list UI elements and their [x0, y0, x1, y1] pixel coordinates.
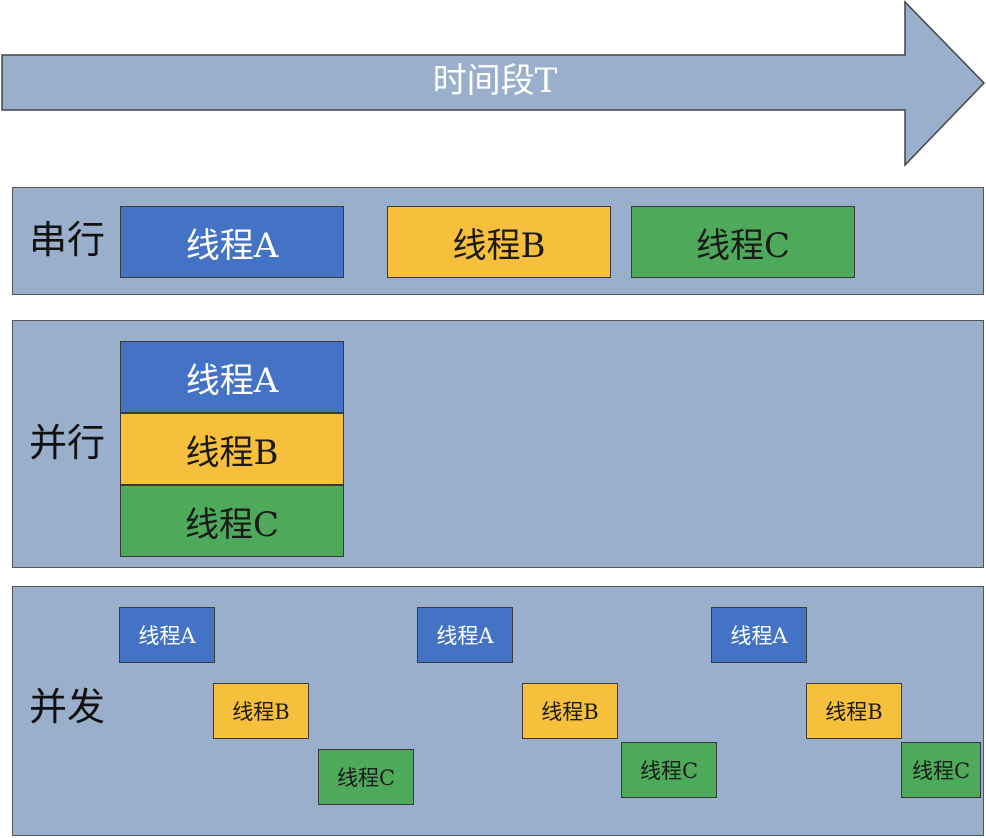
concurrent-panel: 并发 线程A 线程B 线程C 线程A 线程B 线程C 线程A 线程B 线程C	[12, 586, 984, 836]
concurrent-thread-a-2: 线程A	[417, 607, 513, 663]
parallel-thread-c: 线程C	[120, 485, 344, 557]
serial-thread-b: 线程B	[387, 206, 611, 278]
concurrent-thread-c-3: 线程C	[901, 742, 981, 798]
concurrent-thread-b-2: 线程B	[522, 683, 618, 739]
concurrent-thread-a-3: 线程A	[711, 607, 807, 663]
serial-panel: 串行 线程A 线程B 线程C	[12, 187, 984, 295]
concurrent-thread-b-3: 线程B	[806, 683, 902, 739]
concurrent-thread-b-1: 线程B	[213, 683, 309, 739]
timeline-label: 时间段T	[432, 61, 558, 101]
parallel-thread-a: 线程A	[120, 341, 344, 413]
serial-label: 串行	[29, 218, 106, 262]
parallel-thread-b: 线程B	[120, 413, 344, 485]
concurrent-label: 并发	[29, 685, 106, 729]
concurrent-thread-c-2: 线程C	[621, 742, 717, 798]
parallel-panel: 并行 线程A 线程B 线程C	[12, 320, 984, 568]
serial-thread-c: 线程C	[631, 206, 855, 278]
timeline-arrow	[1, 0, 986, 167]
concurrent-thread-c-1: 线程C	[318, 749, 414, 805]
parallel-label: 并行	[29, 421, 106, 465]
concurrent-thread-a-1: 线程A	[119, 607, 215, 663]
serial-thread-a: 线程A	[120, 206, 344, 278]
